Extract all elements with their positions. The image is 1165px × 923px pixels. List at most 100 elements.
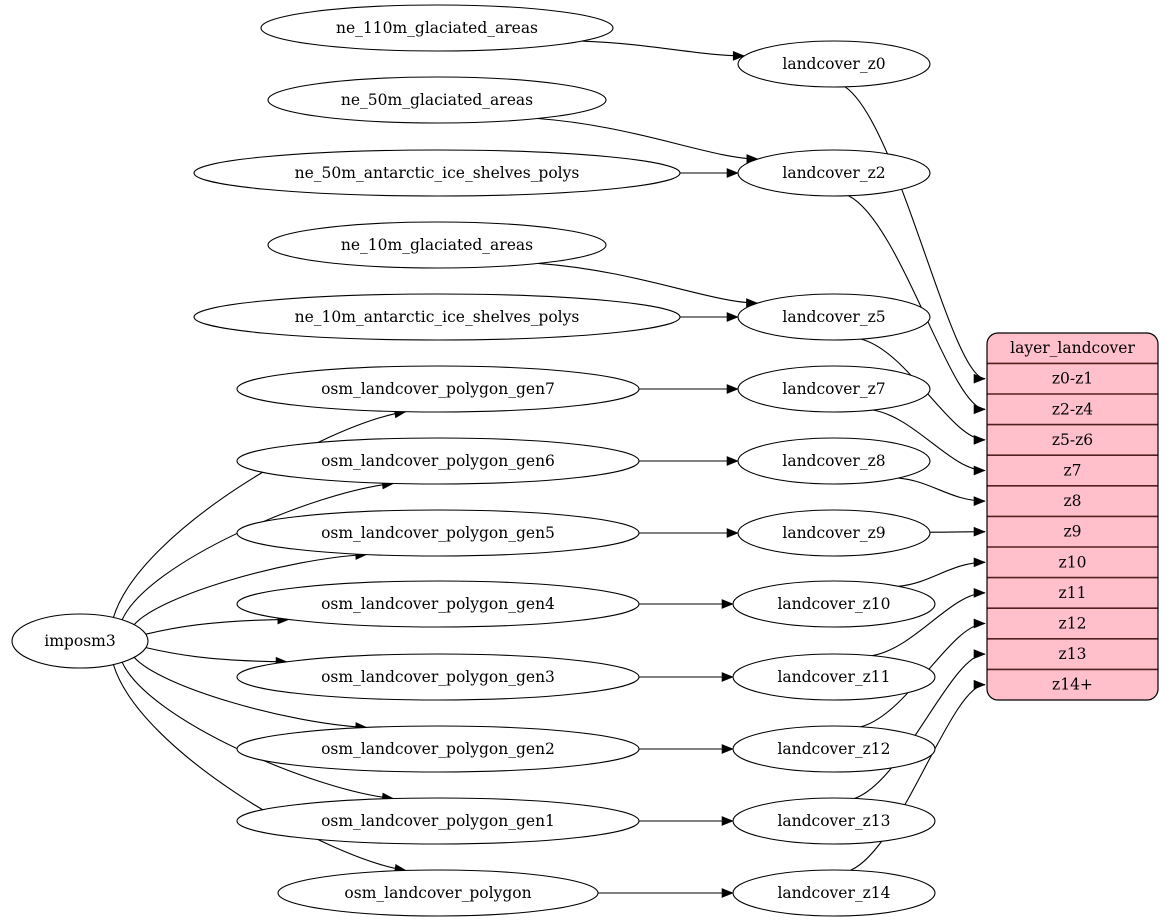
node-label: osm_landcover_polygon_gen7 [321, 380, 555, 398]
node-label: landcover_z5 [782, 308, 885, 326]
node-label: landcover_z8 [782, 452, 885, 470]
layer-node-ellipse[interactable] [737, 437, 931, 485]
layer-node-ellipse[interactable] [732, 580, 936, 628]
edge-ne_110m_glaciated_areas-to-landcover_z0 [581, 40, 745, 57]
layer-node-ellipse[interactable] [732, 797, 936, 845]
node-label: ne_50m_glaciated_areas [341, 91, 533, 109]
edge-arrowhead [726, 528, 739, 538]
node-label: ne_10m_antarctic_ice_shelves_polys [295, 308, 580, 326]
input-node-ellipse[interactable] [193, 149, 681, 197]
table-row-z14plus[interactable]: z14+ [1052, 676, 1093, 694]
edge-ne_10m_glaciated_areas-to-landcover_z5 [538, 262, 758, 304]
input-node-ellipse[interactable] [236, 725, 640, 773]
table-row-z9[interactable]: z9 [1063, 523, 1081, 541]
node-label: landcover_z7 [782, 380, 885, 398]
node-label: landcover_z12 [777, 740, 890, 758]
node-label: landcover_z14 [777, 884, 890, 902]
edge-ne_50m_glaciated_areas-to-landcover_z2 [537, 117, 758, 160]
edge-arrowhead [973, 465, 986, 476]
edge-arrowhead [973, 496, 986, 506]
node-landcover_z10[interactable]: landcover_z10 [732, 580, 936, 628]
node-osm_landcover_polygon_gen3[interactable]: osm_landcover_polygon_gen3 [236, 653, 640, 701]
node-osm_landcover_polygon_gen5[interactable]: osm_landcover_polygon_gen5 [236, 509, 640, 557]
edge-arrowhead [721, 599, 734, 609]
node-ne_50m_glaciated_areas[interactable]: ne_50m_glaciated_areas [267, 76, 607, 124]
table-row-z0-z1[interactable]: z0-z1 [1052, 370, 1093, 388]
table-row-z12[interactable]: z12 [1059, 615, 1087, 633]
node-label: landcover_z2 [782, 164, 885, 182]
input-node-ellipse[interactable] [267, 76, 607, 124]
input-node-ellipse[interactable] [277, 869, 599, 917]
node-label: ne_10m_glaciated_areas [341, 236, 533, 254]
nodes-layer: imposm3 ne_110m_glaciated_areas ne_50m_gla… [11, 4, 936, 917]
node-ne_10m_antarctic_ice_shelves_polys[interactable]: ne_10m_antarctic_ice_shelves_polys [193, 293, 681, 341]
node-label: osm_landcover_polygon_gen3 [321, 668, 555, 686]
table-row-z13[interactable]: z13 [1059, 645, 1087, 663]
edge-arrowhead [726, 456, 739, 466]
node-landcover_z13[interactable]: landcover_z13 [732, 797, 936, 845]
node-landcover_z12[interactable]: landcover_z12 [732, 725, 936, 773]
table-row-z8[interactable]: z8 [1063, 492, 1081, 510]
layer-node-ellipse[interactable] [732, 869, 936, 917]
node-landcover_z11[interactable]: landcover_z11 [732, 653, 936, 701]
node-osm_landcover_polygon_gen1[interactable]: osm_landcover_polygon_gen1 [236, 797, 640, 845]
node-landcover_z7[interactable]: landcover_z7 [737, 365, 931, 413]
edge-arrowhead [721, 888, 734, 898]
node-landcover_z14[interactable]: landcover_z14 [732, 869, 936, 917]
node-label: landcover_z13 [777, 812, 890, 830]
layer-node-ellipse[interactable] [737, 365, 931, 413]
node-landcover_z2[interactable]: landcover_z2 [737, 149, 931, 197]
table-row-z7[interactable]: z7 [1063, 462, 1081, 480]
node-label: ne_110m_glaciated_areas [336, 19, 538, 37]
edge-arrowhead [973, 404, 986, 415]
layer-node-ellipse[interactable] [732, 725, 936, 773]
node-ne_50m_antarctic_ice_shelves_polys[interactable]: ne_50m_antarctic_ice_shelves_polys [193, 149, 681, 197]
input-node-ellipse[interactable] [236, 365, 640, 413]
input-node-ellipse[interactable] [236, 580, 640, 628]
layer-node-ellipse[interactable] [737, 40, 931, 88]
edge-imposm3-to-osm_landcover_polygon_gen5 [133, 553, 367, 626]
input-node-ellipse[interactable] [236, 653, 640, 701]
node-label: osm_landcover_polygon_gen6 [321, 452, 555, 470]
table-row-z5-z6[interactable]: z5-z6 [1052, 431, 1093, 449]
node-label: landcover_z11 [777, 668, 890, 686]
node-landcover_z5[interactable]: landcover_z5 [737, 293, 931, 341]
input-node-ellipse[interactable] [236, 437, 640, 485]
layer-node-ellipse[interactable] [737, 149, 931, 197]
edge-landcover_z13-to-layer_landcover_z13 [854, 653, 986, 800]
node-osm_landcover_polygon[interactable]: osm_landcover_polygon [277, 869, 599, 917]
layer-node-ellipse[interactable] [732, 653, 936, 701]
node-landcover_z0[interactable]: landcover_z0 [737, 40, 931, 88]
node-ne_10m_glaciated_areas[interactable]: ne_10m_glaciated_areas [267, 221, 607, 269]
edge-landcover_z7-to-layer_landcover_z7 [872, 409, 986, 472]
node-landcover_z9[interactable]: landcover_z9 [737, 509, 931, 557]
edge-arrowhead [973, 649, 986, 659]
table-row-z10[interactable]: z10 [1059, 553, 1087, 571]
node-osm_landcover_polygon_gen4[interactable]: osm_landcover_polygon_gen4 [236, 580, 640, 628]
edge-arrowhead [726, 312, 739, 322]
node-landcover_z8[interactable]: landcover_z8 [737, 437, 931, 485]
node-osm_landcover_polygon_gen2[interactable]: osm_landcover_polygon_gen2 [236, 725, 640, 773]
source-node-ellipse[interactable] [11, 613, 149, 669]
table-row-z11[interactable]: z11 [1059, 584, 1087, 602]
node-ne_110m_glaciated_areas[interactable]: ne_110m_glaciated_areas [260, 4, 614, 52]
input-node-ellipse[interactable] [267, 221, 607, 269]
layer-node-ellipse[interactable] [737, 509, 931, 557]
node-label: osm_landcover_polygon_gen4 [321, 595, 555, 613]
node-label: imposm3 [44, 632, 115, 650]
input-node-ellipse[interactable] [193, 293, 681, 341]
edge-imposm3-to-osm_landcover_polygon_gen4 [145, 618, 289, 635]
table-row-z2-z4[interactable]: z2-z4 [1052, 400, 1093, 418]
layer-node-ellipse[interactable] [737, 293, 931, 341]
node-imposm3[interactable]: imposm3 [11, 613, 149, 669]
input-node-ellipse[interactable] [236, 797, 640, 845]
edge-arrowhead [721, 672, 734, 682]
edge-arrowhead [973, 526, 986, 537]
edge-landcover_z8-to-layer_landcover_z8 [898, 477, 986, 502]
edge-arrowhead [973, 373, 986, 384]
node-osm_landcover_polygon_gen7[interactable]: osm_landcover_polygon_gen7 [236, 365, 640, 413]
node-osm_landcover_polygon_gen6[interactable]: osm_landcover_polygon_gen6 [236, 437, 640, 485]
input-node-ellipse[interactable] [260, 4, 614, 52]
input-node-ellipse[interactable] [236, 509, 640, 557]
node-label: osm_landcover_polygon [344, 884, 531, 902]
